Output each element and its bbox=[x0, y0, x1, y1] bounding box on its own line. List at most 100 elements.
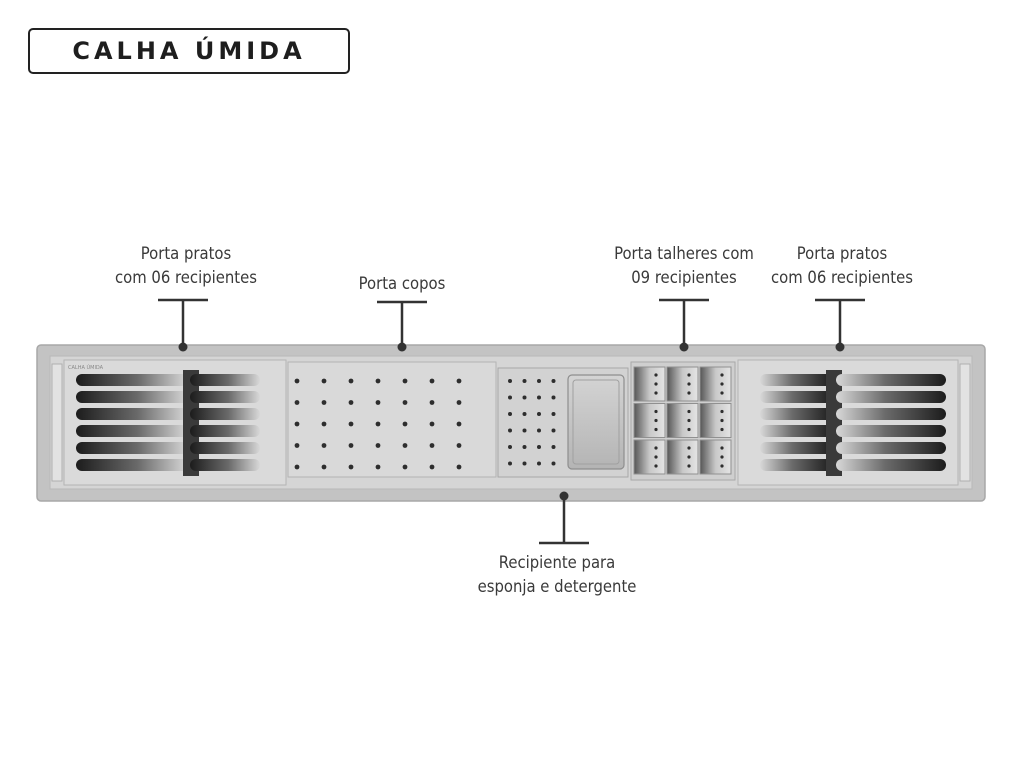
dish-slot bbox=[76, 459, 188, 471]
cup-hole bbox=[402, 400, 408, 405]
sponge-hole bbox=[508, 428, 512, 433]
sponge-hole bbox=[522, 445, 527, 449]
leader-dot bbox=[679, 342, 689, 352]
sponge-hole bbox=[508, 445, 512, 449]
dish-slot bbox=[836, 374, 946, 386]
dish-slot bbox=[190, 374, 260, 386]
cutlery-drain-hole bbox=[720, 455, 724, 459]
cup-hole bbox=[321, 443, 327, 448]
cup-hole bbox=[294, 421, 300, 427]
cutlery-cell bbox=[633, 439, 666, 475]
cup-hole bbox=[294, 378, 300, 384]
cutlery-cell bbox=[666, 366, 699, 402]
sponge-hole bbox=[522, 379, 527, 383]
callout-line: Porta pratos bbox=[796, 244, 888, 263]
cup-hole bbox=[402, 464, 408, 470]
sponge-hole bbox=[537, 395, 541, 400]
cup-hole bbox=[375, 421, 381, 427]
dish-slot bbox=[76, 408, 188, 420]
cutlery-drain-hole bbox=[720, 427, 724, 432]
cutlery-drain-hole bbox=[687, 446, 691, 450]
cutlery-drain-hole bbox=[687, 373, 691, 377]
cup-hole bbox=[456, 378, 462, 384]
sponge-hole bbox=[551, 379, 556, 383]
title-box: CALHA ÚMIDA bbox=[28, 28, 350, 74]
cup-hole bbox=[348, 400, 354, 405]
dish-slot bbox=[836, 442, 946, 454]
sponge-hole bbox=[508, 461, 512, 466]
sponge-hole bbox=[537, 428, 541, 433]
callout-label-porta-talheres: Porta talheres com 09 recipientes bbox=[614, 242, 754, 290]
cup-hole bbox=[375, 400, 381, 405]
porta-pratos-right-slots bbox=[760, 370, 946, 476]
cup-hole bbox=[456, 443, 462, 448]
dish-slot bbox=[190, 442, 260, 454]
cutlery-drain-hole bbox=[654, 427, 658, 432]
cutlery-cell bbox=[699, 439, 732, 475]
callout-line: com 06 recipientes bbox=[115, 268, 257, 287]
cutlery-cell bbox=[633, 366, 666, 402]
sponge-hole bbox=[551, 428, 556, 433]
sponge-hole bbox=[508, 412, 512, 416]
cup-hole bbox=[321, 400, 327, 405]
product-mark: CALHA ÚMIDA bbox=[68, 364, 104, 371]
cutlery-drain-hole bbox=[654, 382, 658, 386]
dish-slot bbox=[760, 408, 832, 420]
dish-slot bbox=[190, 391, 260, 403]
dish-slot bbox=[760, 374, 832, 386]
dish-slot bbox=[836, 459, 946, 471]
sponge-hole bbox=[551, 395, 556, 400]
porta-copos-holes bbox=[294, 378, 462, 470]
calha-left-end bbox=[51, 363, 63, 482]
dish-slot bbox=[76, 425, 188, 437]
sponge-hole bbox=[551, 412, 556, 416]
cutlery-drain-hole bbox=[720, 464, 724, 468]
sponge-hole bbox=[522, 428, 527, 433]
callout-line: Porta pratos bbox=[140, 244, 232, 263]
cutlery-drain-hole bbox=[687, 409, 691, 414]
callout-line: Porta talheres com bbox=[614, 244, 754, 263]
cup-hole bbox=[294, 443, 300, 448]
cutlery-drain-hole bbox=[654, 455, 658, 459]
sponge-hole bbox=[522, 412, 527, 416]
callout-label-porta-pratos-left: Porta pratos com 06 recipientes bbox=[115, 242, 257, 290]
callout-line: Porta copos bbox=[358, 274, 446, 293]
leader-dot bbox=[397, 342, 407, 352]
page-title: CALHA ÚMIDA bbox=[72, 37, 306, 65]
dish-slot bbox=[76, 391, 188, 403]
cup-hole bbox=[429, 464, 435, 470]
cutlery-drain-hole bbox=[654, 418, 658, 423]
cutlery-drain-hole bbox=[654, 464, 658, 468]
cutlery-drain-hole bbox=[720, 382, 724, 386]
cutlery-drain-hole bbox=[687, 455, 691, 459]
cup-hole bbox=[321, 378, 327, 384]
callout-line: com 06 recipientes bbox=[771, 268, 913, 287]
sponge-hole bbox=[508, 379, 512, 383]
cutlery-drain-hole bbox=[720, 418, 724, 423]
cutlery-drain-hole bbox=[654, 391, 658, 395]
porta-copos-plate bbox=[287, 361, 497, 478]
cutlery-cell bbox=[666, 439, 699, 475]
cup-hole bbox=[456, 464, 462, 470]
cup-hole bbox=[375, 443, 381, 448]
cup-hole bbox=[375, 464, 381, 470]
dish-slot bbox=[760, 442, 832, 454]
cup-hole bbox=[429, 378, 435, 384]
cutlery-drain-hole bbox=[687, 391, 691, 395]
sponge-hole bbox=[551, 461, 556, 466]
sponge-hole bbox=[522, 461, 527, 466]
dish-slot bbox=[760, 391, 832, 403]
cutlery-drain-hole bbox=[720, 446, 724, 450]
calha-right-end bbox=[959, 363, 971, 482]
cutlery-drain-hole bbox=[687, 427, 691, 432]
cup-hole bbox=[456, 421, 462, 427]
dish-slot bbox=[836, 408, 946, 420]
callout-line: esponja e detergente bbox=[477, 577, 637, 596]
cup-hole bbox=[321, 464, 327, 470]
cutlery-cell bbox=[666, 403, 699, 438]
sponge-hole bbox=[537, 412, 541, 416]
sponge-hole bbox=[537, 379, 541, 383]
cutlery-cell bbox=[699, 366, 732, 402]
sponge-hole bbox=[522, 395, 527, 400]
cup-hole bbox=[456, 400, 462, 405]
